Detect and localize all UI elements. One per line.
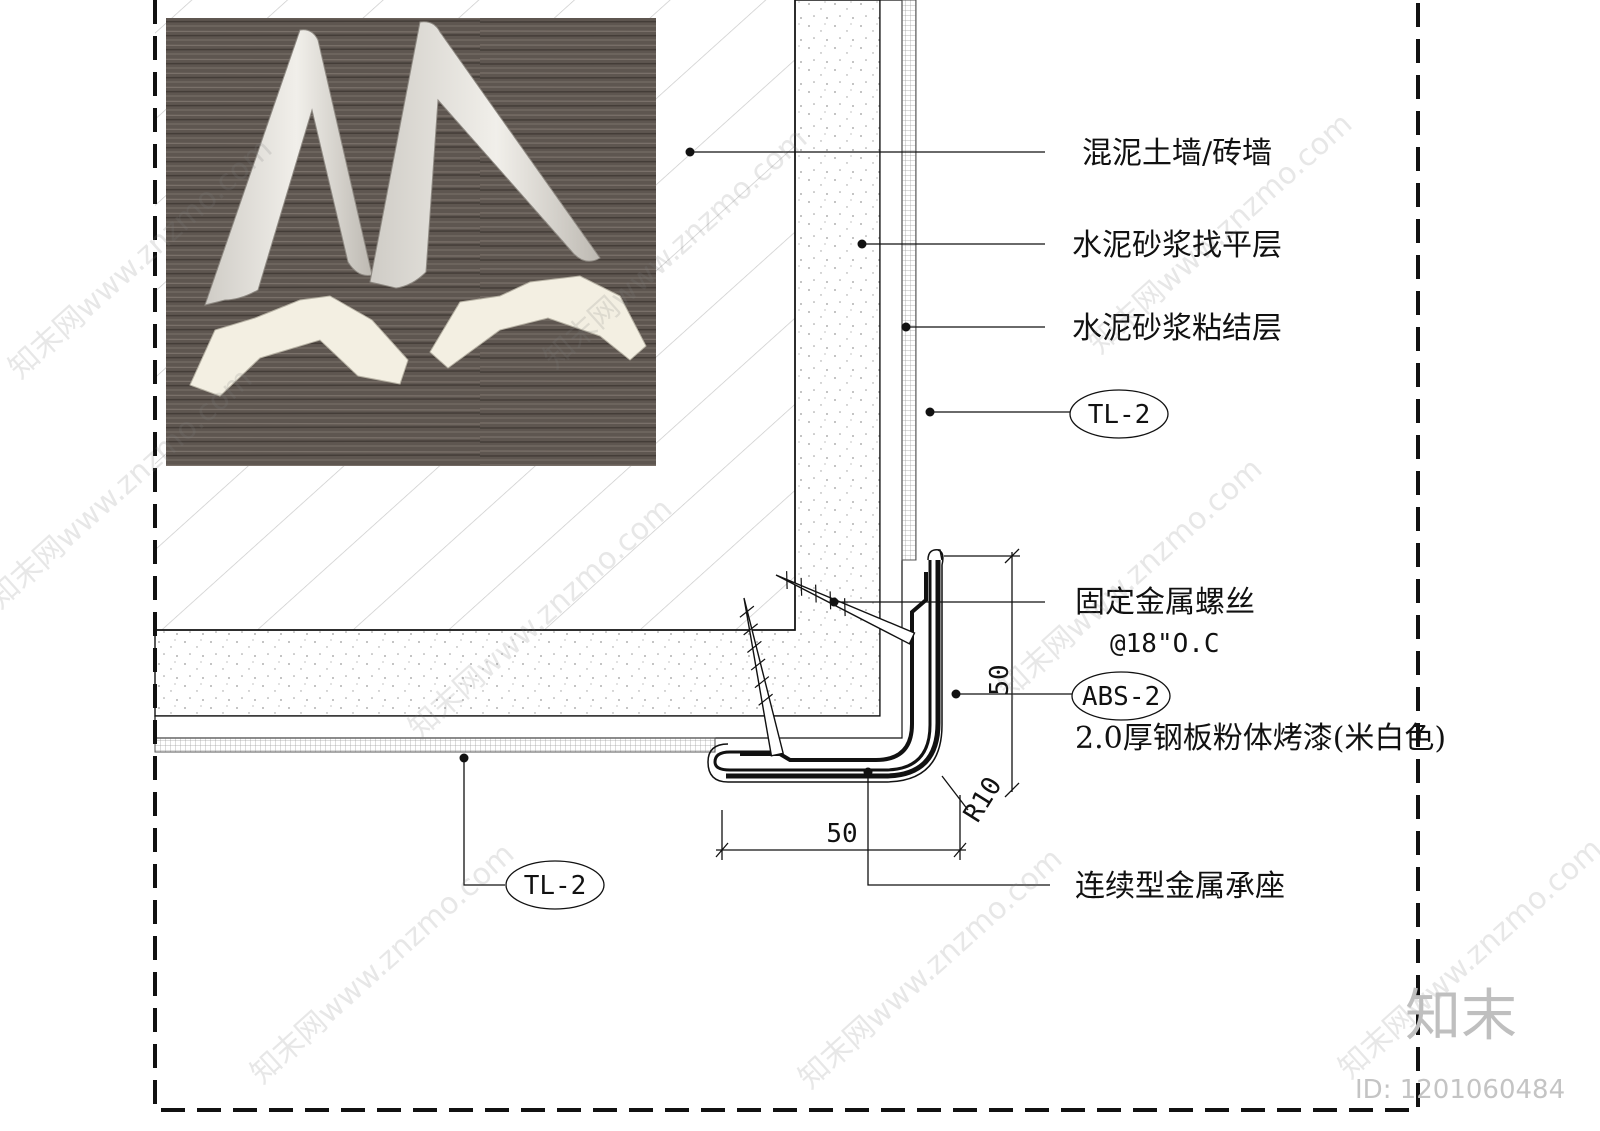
drawing-border (153, 0, 1420, 1112)
profile-top-hook (927, 548, 943, 561)
tag-bottom: TL-2 (524, 871, 587, 901)
tile-layer-vertical (901, 0, 917, 561)
dim-horizontal-label: 50 (826, 819, 857, 849)
watermark-text: 知末网www.znzmo.com (992, 451, 1269, 706)
watermark-text: 知末网www.znzmo.com (244, 836, 521, 1091)
label-bonding-layer: 水泥砂浆粘结层 (1072, 311, 1282, 346)
label-wall: 混泥土墙/砖墙 (1082, 136, 1272, 171)
label-finish: 2.0厚钢板粉体烤漆(米白色) (1075, 721, 1446, 756)
metal-seat (740, 572, 928, 762)
tag-ellipse-right (1069, 389, 1169, 439)
end-cap-left (189, 295, 409, 397)
dimension-horizontal (715, 795, 967, 860)
label-screw: 固定金属螺丝 (1075, 585, 1255, 620)
dim-radius-label: R10 (958, 772, 1008, 828)
corner-guard-right (369, 21, 601, 289)
dim-vertical-label: 50 (985, 664, 1015, 695)
tag-abs: ABS-2 (1082, 682, 1160, 712)
watermark-text: 知末网www.znzmo.com (792, 841, 1069, 1096)
image-id: ID: 1201060484 (1355, 1075, 1565, 1105)
tag-ellipse-bottom (505, 860, 605, 910)
label-leveling-layer: 水泥砂浆找平层 (1072, 228, 1282, 263)
tag-right: TL-2 (1088, 400, 1151, 430)
corner-profile-outer (713, 560, 932, 772)
corner-profile-core (726, 560, 941, 779)
brand-logo: 知末 (1405, 984, 1517, 1049)
end-cap-right (429, 275, 647, 369)
tag-ellipse-abs (1071, 671, 1171, 721)
leader-lines (463, 151, 1072, 886)
product-photo (166, 18, 656, 466)
radius-leader (941, 775, 969, 811)
screw-vertical-icon (739, 597, 784, 757)
leader-dots (459, 147, 961, 777)
tile-layer-horizontal (154, 737, 716, 753)
label-screw-spacing: @18"O.C (1110, 629, 1220, 659)
screw-diagonal-icon (775, 571, 916, 645)
corner-profile-inner (707, 549, 944, 783)
label-metal-seat: 连续型金属承座 (1075, 869, 1285, 904)
corner-guard-left (204, 29, 373, 306)
dimension-vertical (944, 548, 1020, 798)
